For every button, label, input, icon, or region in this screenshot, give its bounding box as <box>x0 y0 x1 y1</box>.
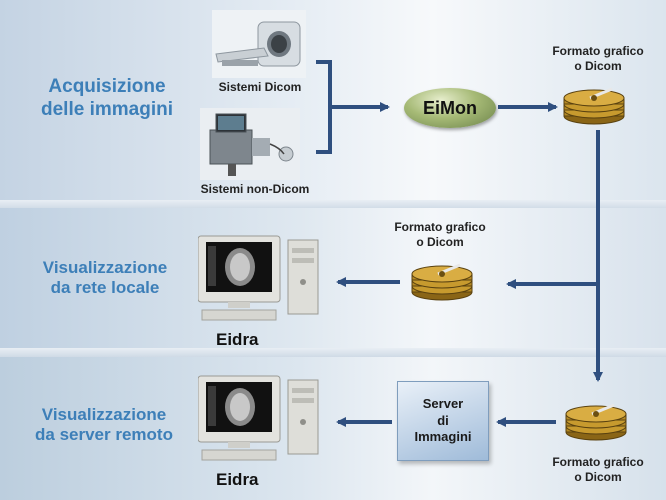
band-separator <box>0 200 666 209</box>
disk-stack-icon <box>411 263 473 301</box>
remote-band <box>0 357 666 500</box>
format-mid-caption: Formato grafico o Dicom <box>394 220 486 249</box>
section-acquisition-title: Acquisizione delle immagini <box>41 76 173 120</box>
eimon-node: EiMon <box>404 88 496 128</box>
image-server-box: Server di Immagini <box>397 381 489 461</box>
server-label-line3: Immagini <box>414 429 472 445</box>
format-bottom-caption: Formato grafico o Dicom <box>552 455 644 484</box>
eimon-label: EiMon <box>423 97 477 118</box>
disk-stack-icon <box>565 403 627 441</box>
section-remote-title: Visualizzazione da server remoto <box>35 405 173 445</box>
workstation-icon <box>198 375 319 461</box>
acquisition-band <box>0 0 666 200</box>
band-separator <box>0 348 666 357</box>
non-dicom-systems-caption: Sistemi non-Dicom <box>200 182 310 196</box>
server-label-line2: di <box>437 412 449 428</box>
format-top-caption: Formato grafico o Dicom <box>552 44 644 73</box>
workstation-icon <box>198 235 319 321</box>
local-band <box>0 208 666 348</box>
source-bracket <box>316 60 332 154</box>
eidra-local-label: Eidra <box>216 330 259 349</box>
disk-stack-icon <box>563 87 625 125</box>
eidra-remote-label: Eidra <box>216 470 259 489</box>
section-local-title: Visualizzazione da rete locale <box>42 258 168 298</box>
mri-scanner-icon <box>212 10 306 78</box>
dicom-systems-caption: Sistemi Dicom <box>218 80 302 94</box>
ultrasound-machine-icon <box>200 108 300 180</box>
server-label-line1: Server <box>422 395 464 411</box>
